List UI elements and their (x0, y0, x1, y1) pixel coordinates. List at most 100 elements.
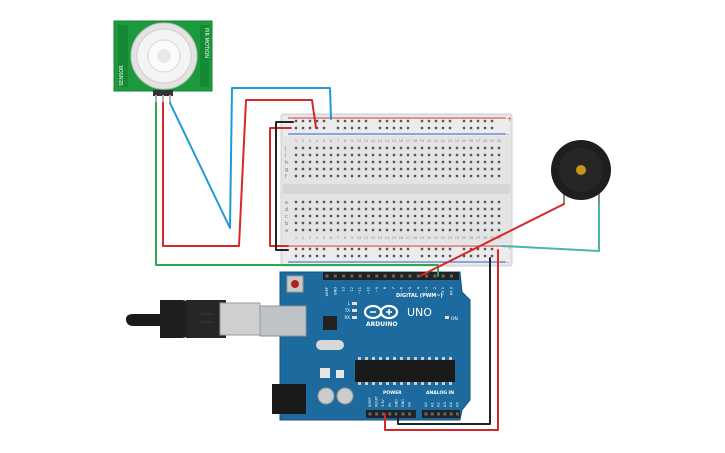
arduino-brand: ARDUINO (366, 321, 397, 328)
digital-pin-label: ~11 (358, 287, 362, 295)
breadboard-column-number: 14 (385, 236, 390, 240)
wire-arduino-gnd-black[interactable] (397, 257, 491, 425)
breadboard-row-letter: d (285, 207, 288, 213)
arduino-logo-icon (363, 304, 399, 320)
usb-jack (259, 305, 307, 337)
breadboard-holes (294, 119, 501, 258)
breadboard-column-number: 16 (399, 139, 403, 143)
analog-pin-label: A1 (430, 402, 434, 407)
wire-arduino-5v-red[interactable] (384, 249, 499, 431)
digital-pin-label: 7 (391, 287, 395, 289)
breadboard-row-letter: b (285, 221, 288, 227)
breadboard-column-number: 28 (483, 139, 487, 143)
breadboard-column-number: 30 (497, 236, 501, 240)
breadboard-column-number: 14 (385, 139, 390, 143)
wire-pir-gnd-green[interactable] (155, 102, 439, 277)
power-pin-label: Vin (408, 402, 412, 407)
breadboard-column-number: 29 (490, 236, 494, 240)
breadboard-column-number: 7 (337, 139, 339, 143)
analog-pin-label: A5 (456, 402, 460, 407)
digital-header (323, 272, 459, 280)
breadboard-column-number: 11 (364, 139, 368, 143)
breadboard-rail-plus-top: + (507, 116, 512, 123)
usb-cable[interactable] (126, 300, 261, 338)
wire-pir-vcc-red[interactable] (162, 99, 317, 247)
wire-buzzer-teal[interactable] (501, 203, 600, 252)
digital-pin-label: ~3 (425, 287, 429, 292)
wire-rail-black-jumper[interactable] (275, 121, 294, 251)
wire-rail-red-jumper[interactable] (269, 127, 292, 247)
breadboard-row-letter: j (284, 146, 286, 152)
power-pin-label: IOREF (368, 397, 372, 407)
digital-pin-label: GND (333, 287, 337, 295)
wire-pir-signal-blue[interactable] (169, 87, 332, 229)
breadboard-column-number: 26 (469, 236, 473, 240)
digital-pin-label: 13 (342, 287, 346, 292)
breadboard-column-number: 5 (323, 139, 325, 143)
power-pin-label: 5V (388, 402, 392, 407)
breadboard-column-number: 11 (364, 236, 368, 240)
breadboard-column-number: 30 (497, 139, 501, 143)
breadboard-column-number: 4 (316, 236, 319, 240)
digital-pin-label: 12 (350, 287, 354, 292)
power-pin-label: RESET (375, 395, 379, 407)
crystal (316, 340, 344, 350)
breadboard-row-letter: a (285, 228, 288, 234)
breadboard-column-number: 19 (420, 139, 424, 143)
breadboard-row-letter: i (285, 153, 286, 159)
breadboard-column-number: 2 (302, 139, 304, 143)
digital-pin-label: 2 (433, 287, 437, 289)
breadboard-column-number: 20 (427, 236, 431, 240)
breadboard-column-number: 9 (351, 236, 353, 240)
breadboard-column-number: 25 (462, 139, 466, 143)
buzzer[interactable] (551, 140, 611, 204)
breadboard-rail-minus-bottom: - (507, 259, 509, 266)
breadboard-row-letter: c (285, 214, 288, 220)
breadboard-column-number: 16 (399, 236, 403, 240)
analog-header (422, 410, 460, 418)
buzzer-icon (551, 140, 611, 200)
digital-pin-label: RX 0 (450, 286, 454, 295)
breadboard-column-number: 15 (392, 139, 396, 143)
breadboard-column-number: 8 (344, 236, 346, 240)
breadboard-row-letter: e (285, 200, 288, 206)
pir-pin-header (153, 90, 173, 103)
breadboard-column-number: 29 (490, 139, 494, 143)
breadboard-column-number: 4 (316, 139, 319, 143)
dc-power-jack (272, 384, 306, 414)
breadboard-column-number: 23 (448, 236, 452, 240)
pir-sensor[interactable]: SENSOR PIR MOTION (113, 20, 213, 103)
breadboard-row-letter: h (285, 160, 288, 166)
breadboard-column-number: 25 (462, 236, 466, 240)
breadboard-column-number: 15 (392, 236, 396, 240)
digital-pin-label: AREF (325, 287, 329, 296)
pir-label-right: PIR MOTION (203, 28, 209, 58)
breadboard-column-number: 27 (476, 236, 480, 240)
breadboard-column-number: 7 (337, 236, 339, 240)
wires (155, 87, 600, 431)
breadboard-column-number: 21 (434, 236, 438, 240)
breadboard-column-number: 21 (434, 139, 438, 143)
digital-header-label: DIGITAL (PWM~) (396, 293, 443, 299)
analog-pin-label: A4 (449, 402, 453, 407)
led-label: TX (344, 308, 350, 313)
breadboard-column-number: 13 (378, 139, 382, 143)
breadboard-column-number: 6 (330, 139, 332, 143)
analog-pin-label: A2 (437, 402, 441, 407)
breadboard-column-number: 22 (441, 139, 445, 143)
digital-pin-label: ~9 (375, 286, 379, 292)
breadboard-column-number: 8 (344, 139, 346, 143)
wire-buzzer-red[interactable] (419, 203, 565, 277)
breadboard-column-number: 27 (476, 139, 480, 143)
pir-label-left: SENSOR (119, 65, 125, 86)
breadboard-column-number: 18 (413, 139, 417, 143)
breadboard-column-number: 12 (371, 139, 375, 143)
analog-header-label: ANALOG IN (426, 390, 454, 396)
digital-pin-label: ~5 (408, 287, 412, 292)
breadboard-column-number: 24 (455, 139, 460, 143)
